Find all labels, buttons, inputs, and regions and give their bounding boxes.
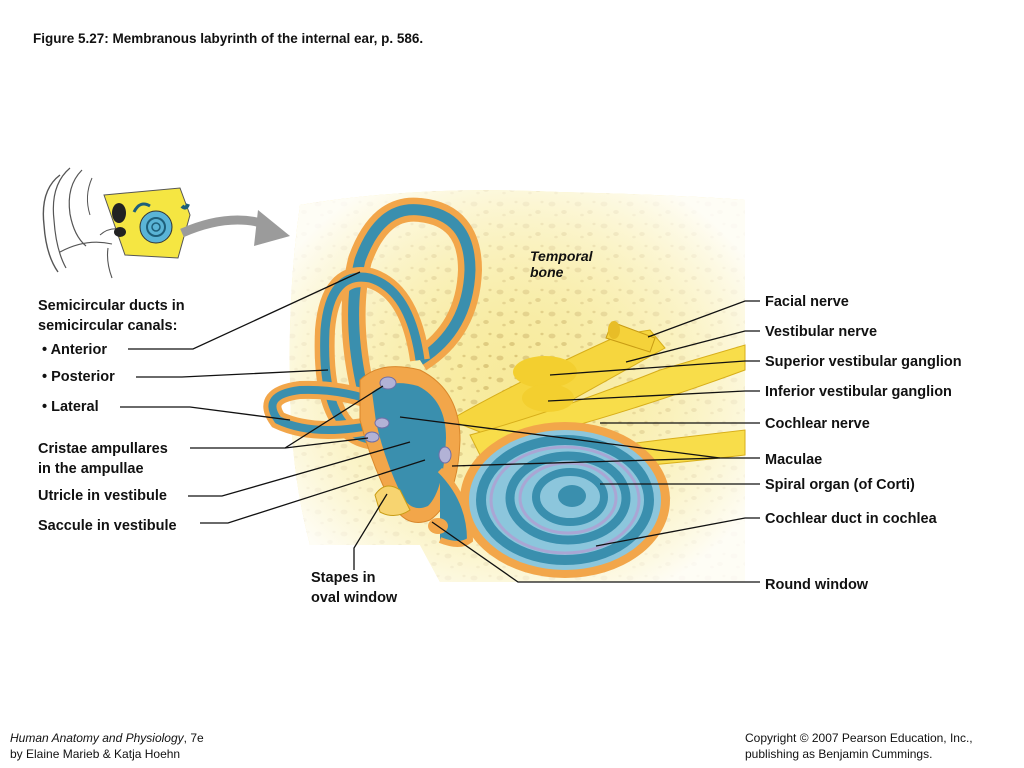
label-utricle: Utricle in vestibule — [38, 488, 167, 504]
label-spiral-organ: Spiral organ (of Corti) — [765, 477, 915, 493]
label-facial-nerve: Facial nerve — [765, 294, 849, 310]
figure-title: Figure 5.27: Membranous labyrinth of the… — [33, 31, 424, 46]
label-superior-vestibular-ganglion: Superior vestibular ganglion — [765, 354, 962, 370]
book-edition: , 7e — [183, 731, 204, 745]
label-round-window: Round window — [765, 577, 869, 593]
footer-book-info: Human Anatomy and Physiology, 7e by Elai… — [10, 730, 204, 762]
label-maculae: Maculae — [765, 452, 823, 468]
label-cristae-ampullares: Cristae ampullares in the ampullae — [38, 441, 168, 477]
head-inset — [42, 167, 191, 279]
book-authors: by Elaine Marieb & Katja Hoehn — [10, 747, 181, 761]
label-temporal-bone: Temporal bone — [530, 248, 593, 280]
label-cochlear-nerve: Cochlear nerve — [765, 416, 870, 432]
footer-copyright: Copyright © 2007 Pearson Education, Inc.… — [745, 731, 973, 761]
leader-lines — [120, 271, 760, 583]
label-cochlear-duct: Cochlear duct in cochlea — [765, 511, 937, 527]
vestibule — [359, 366, 461, 523]
label-semicircular-ducts: Semicircular ducts in semicircular canal… — [38, 298, 185, 334]
label-saccule: Saccule in vestibule — [38, 518, 177, 534]
book-title: Human Anatomy and Physiology — [10, 731, 184, 745]
label-stapes: Stapes in oval window — [311, 570, 398, 606]
label-vestibular-nerve: Vestibular nerve — [765, 324, 878, 340]
label-lateral: • Lateral — [42, 399, 99, 415]
label-posterior: • Posterior — [42, 369, 115, 385]
label-anterior: • Anterior — [42, 342, 107, 358]
label-inferior-vestibular-ganglion: Inferior vestibular ganglion — [765, 384, 952, 400]
semicircular-canals — [263, 197, 483, 450]
inset-arrow — [180, 210, 290, 246]
